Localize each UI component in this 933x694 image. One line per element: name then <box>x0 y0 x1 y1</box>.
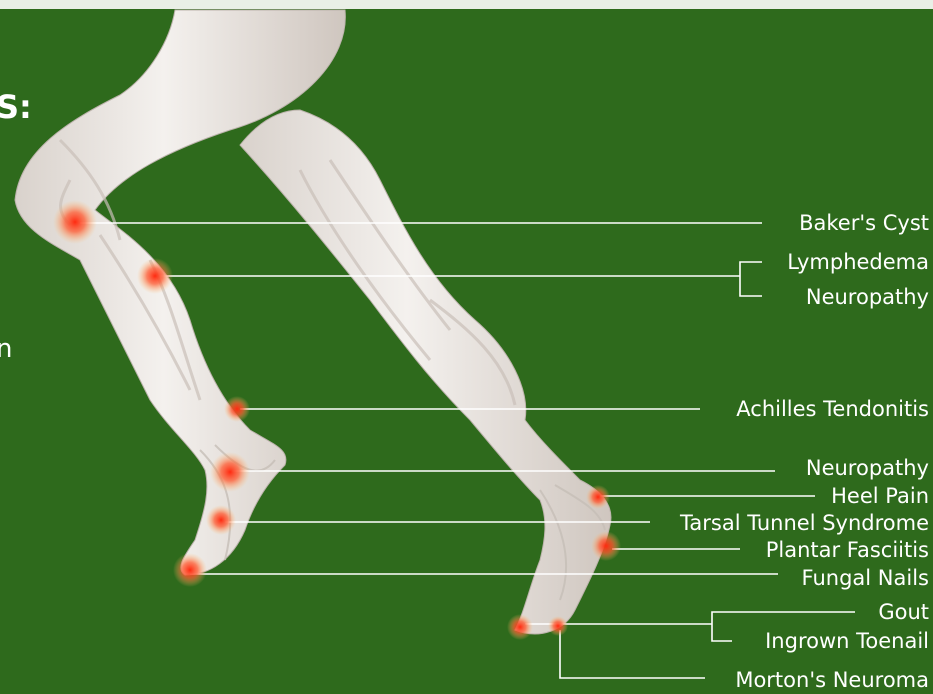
hotspot-neuropathy-foot <box>210 452 250 492</box>
left-leg <box>15 10 345 575</box>
hotspot-plantar-fasciitis <box>591 531 621 561</box>
label-ingrown-toenail: Ingrown Toenail <box>765 629 929 653</box>
label-plantar-fasciitis: Plantar Fasciitis <box>766 538 929 562</box>
hotspot-tarsal-tunnel <box>206 505 236 535</box>
bracket-lymphedema-neuropathy <box>740 262 762 296</box>
hotspot-ingrown-toenail <box>548 616 568 636</box>
label-bakers-cyst: Baker's Cyst <box>799 211 929 235</box>
label-neuropathy-calf: Neuropathy <box>806 285 929 309</box>
hotspot-bakers-cyst <box>53 200 97 244</box>
label-achilles-tendonitis: Achilles Tendonitis <box>736 397 929 421</box>
label-lymphedema: Lymphedema <box>787 250 929 274</box>
label-tarsal-tunnel-syndrome: Tarsal Tunnel Syndrome <box>680 511 929 535</box>
hotspot-fungal-nails <box>173 553 207 587</box>
label-gout: Gout <box>878 600 929 624</box>
hotspot-achilles <box>224 396 250 422</box>
label-fungal-nails: Fungal Nails <box>802 566 929 590</box>
leader-mortons-neuroma <box>560 630 705 678</box>
label-mortons-neuroma: Morton's Neuroma <box>735 668 929 692</box>
hotspot-lymphedema <box>137 258 173 294</box>
hotspot-heel-pain <box>586 485 610 509</box>
right-leg <box>240 110 611 634</box>
hotspot-gout <box>507 614 533 640</box>
label-heel-pain: Heel Pain <box>831 484 929 508</box>
label-neuropathy-foot: Neuropathy <box>806 456 929 480</box>
